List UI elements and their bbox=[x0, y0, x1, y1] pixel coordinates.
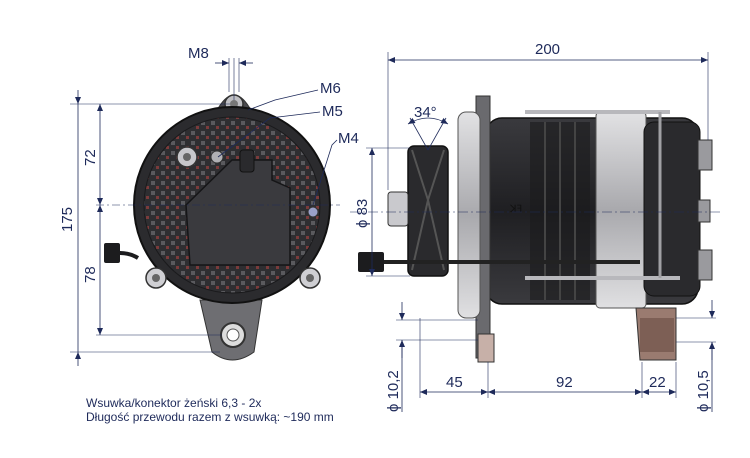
dim-175: 175 bbox=[59, 90, 81, 366]
d-plus-terminal bbox=[210, 150, 224, 164]
thread-leaders: M6 M5 M4 bbox=[217, 80, 359, 206]
dim-92: 92 bbox=[488, 374, 642, 395]
side-connector bbox=[358, 252, 384, 272]
connector-note: Wsuwka/konektor żeński 6,3 - 2x bbox=[86, 396, 262, 410]
dim-78: 78 bbox=[82, 205, 103, 335]
m4-label: M4 bbox=[338, 130, 359, 147]
d92-label: 92 bbox=[556, 374, 573, 391]
svg-text:ꓘꟻ: ꓘꟻ bbox=[509, 204, 522, 215]
m5-label: M5 bbox=[322, 103, 343, 120]
dim-22: 22 bbox=[642, 374, 676, 395]
regulator-plate bbox=[185, 159, 291, 266]
phi102-label: ϕ 10,2 bbox=[385, 370, 402, 412]
shaft-nut bbox=[387, 191, 409, 227]
d22-label: 22 bbox=[649, 374, 666, 391]
front-connector bbox=[104, 243, 120, 263]
d78-label: 78 bbox=[82, 266, 99, 283]
phi83-label: ϕ 83 bbox=[354, 199, 371, 228]
m8-label: M8 bbox=[188, 45, 209, 62]
dim-m8: M8 bbox=[188, 45, 253, 66]
d175-label: 175 bbox=[59, 207, 76, 232]
phi105-label: ϕ 10,5 bbox=[695, 370, 712, 412]
dim-34-angle: 34° bbox=[407, 104, 449, 151]
dim-phi-10-5: ϕ 10,5 bbox=[695, 300, 715, 412]
front-view bbox=[104, 94, 331, 361]
pulley bbox=[407, 145, 449, 277]
angle34-label: 34° bbox=[414, 104, 437, 121]
d72-label: 72 bbox=[82, 149, 99, 166]
m4-terminal bbox=[307, 206, 319, 218]
dim-phi-83: ϕ 83 bbox=[354, 148, 375, 276]
dim-72: 72 bbox=[82, 104, 103, 205]
m6-label: M6 bbox=[320, 80, 341, 97]
dim-45: 45 bbox=[420, 374, 488, 395]
dim-phi-10-2: ϕ 10,2 bbox=[385, 302, 405, 412]
d45-label: 45 bbox=[446, 374, 463, 391]
cable-length-note: Długość przewodu razem z wsuwką: ~190 mm bbox=[86, 410, 334, 424]
dim-200: 200 bbox=[388, 41, 708, 63]
d200-label: 200 bbox=[535, 41, 560, 58]
side-view: ꓘꟻ bbox=[358, 95, 713, 363]
